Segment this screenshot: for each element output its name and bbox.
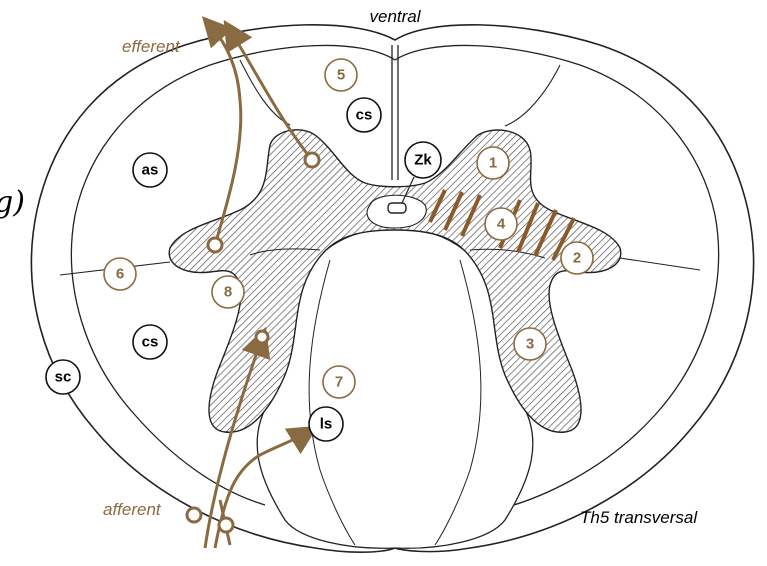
svg-text:sc: sc	[55, 369, 72, 386]
marker-8: 8	[212, 276, 244, 308]
svg-text:7: 7	[335, 374, 343, 391]
marker-1: 1	[477, 147, 509, 179]
label-section: Th5 transversal	[580, 508, 698, 527]
svg-text:as: as	[142, 162, 159, 179]
marker-5: 5	[325, 59, 357, 91]
marker-as: as	[133, 153, 167, 187]
svg-text:1: 1	[489, 155, 497, 172]
svg-text:8: 8	[224, 284, 232, 301]
svg-text:2: 2	[573, 250, 581, 267]
marker-cs-left: cs	[133, 325, 167, 359]
svg-text:cs: cs	[142, 334, 159, 351]
marker-6: 6	[104, 258, 136, 290]
marker-4: 4	[485, 208, 517, 240]
svg-text:ls: ls	[320, 416, 333, 433]
label-edge-glyph: g)	[0, 185, 25, 220]
svg-text:5: 5	[337, 67, 345, 84]
svg-text:4: 4	[497, 216, 506, 233]
svg-text:Zk: Zk	[414, 152, 432, 169]
marker-ls: ls	[309, 407, 343, 441]
marker-sc: sc	[46, 360, 80, 394]
central-canal	[388, 203, 406, 213]
label-afferent: afferent	[103, 500, 162, 519]
marker-7: 7	[323, 366, 355, 398]
svg-text:3: 3	[526, 336, 534, 353]
marker-3: 3	[514, 328, 546, 360]
svg-text:6: 6	[116, 266, 124, 283]
marker-zk: Zk	[405, 142, 441, 178]
marker-cs-top: cs	[347, 98, 381, 132]
marker-2: 2	[561, 242, 593, 274]
label-ventral: ventral	[369, 7, 421, 26]
label-efferent: efferent	[122, 37, 181, 56]
svg-text:cs: cs	[356, 107, 373, 124]
